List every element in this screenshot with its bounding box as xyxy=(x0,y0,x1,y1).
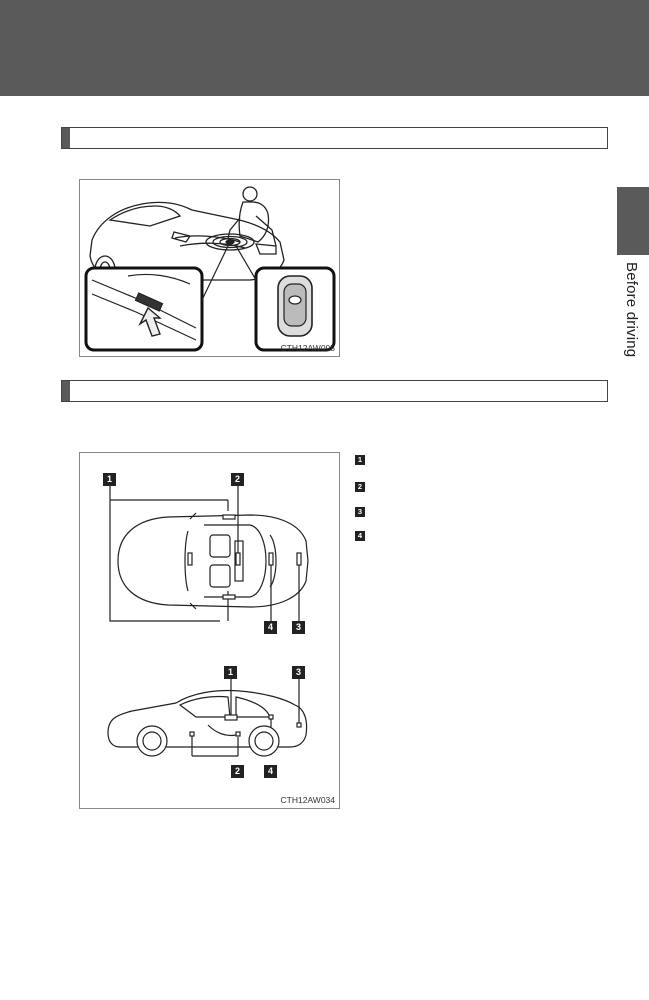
seat-right xyxy=(209,564,231,588)
legend-item-1: 1 xyxy=(355,455,365,465)
label-badge: 2 xyxy=(231,473,244,486)
chapter-tab-label: Before driving xyxy=(623,262,640,358)
front-wheel xyxy=(136,725,168,757)
antenna-marker xyxy=(235,552,241,566)
seat-left xyxy=(209,534,231,558)
section-bar-1 xyxy=(61,127,608,149)
section-bar-tab xyxy=(62,128,70,148)
antenna-marker xyxy=(222,594,236,600)
trunk-opener-figure: CTH12AW095 xyxy=(79,179,340,357)
rear-window xyxy=(108,205,182,227)
chapter-tab[interactable] xyxy=(617,187,649,255)
label-badge: 2 xyxy=(231,765,244,778)
trunk-opener-illustration xyxy=(84,186,336,352)
trunk-opener-switch xyxy=(134,292,164,312)
figure-code: CTH12AW034 xyxy=(280,795,335,805)
label-badge: 1 xyxy=(103,473,116,486)
label-badge: 1 xyxy=(224,666,237,679)
legend-item-3: 3 xyxy=(355,507,365,517)
antenna-marker xyxy=(296,722,302,728)
antenna-marker xyxy=(268,552,274,566)
figure-code: CTH12AW095 xyxy=(280,343,335,353)
header-band xyxy=(0,0,649,96)
antenna-marker xyxy=(235,731,241,737)
antenna-marker xyxy=(189,731,195,737)
antenna-marker xyxy=(268,714,274,720)
antenna-marker xyxy=(187,552,193,566)
antenna-marker xyxy=(224,714,238,721)
legend-item-4: 4 xyxy=(355,531,365,541)
detail-inset-switch xyxy=(84,266,204,352)
car-side-body xyxy=(107,689,308,748)
antenna-marker xyxy=(296,552,302,566)
antenna-location-figure: 1 2 4 3 1 3 2 4 CTH12AW034 xyxy=(79,452,340,809)
label-badge: 3 xyxy=(292,621,305,634)
legend-item-2: 2 xyxy=(355,482,365,492)
press-arrow-icon xyxy=(138,306,162,337)
section-bar-2 xyxy=(61,380,608,402)
label-badge: 3 xyxy=(292,666,305,679)
rear-wheel xyxy=(248,725,280,757)
signal-ring-outer xyxy=(205,233,255,251)
antenna-marker xyxy=(222,514,236,520)
car-top-body xyxy=(117,514,309,608)
person-head xyxy=(242,186,258,202)
label-badge: 4 xyxy=(264,765,277,778)
section-bar-tab xyxy=(62,381,70,401)
antenna-location-illustration xyxy=(107,486,309,757)
label-badge: 4 xyxy=(264,621,277,634)
